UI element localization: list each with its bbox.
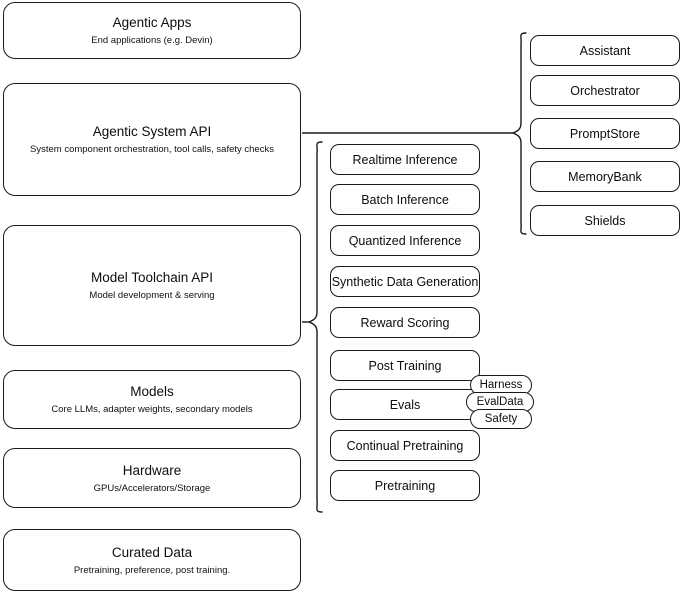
- layer-agentic-apps[interactable]: Agentic Apps End applications (e.g. Devi…: [3, 2, 301, 59]
- evals-tag-label: Harness: [479, 379, 523, 391]
- layer-models[interactable]: Models Core LLMs, adapter weights, secon…: [3, 370, 301, 429]
- evals-tag-safety[interactable]: Safety: [470, 409, 532, 429]
- toolchain-item-label: Post Training: [368, 358, 442, 373]
- toolchain-item-label: Evals: [389, 397, 421, 412]
- layer-title: Curated Data: [111, 544, 193, 560]
- toolchain-item-label: Reward Scoring: [360, 315, 450, 330]
- layer-title: Model Toolchain API: [90, 270, 214, 285]
- toolchain-item-label: Quantized Inference: [348, 233, 462, 248]
- toolchain-item-batch-inference[interactable]: Batch Inference: [330, 184, 480, 215]
- layer-hardware[interactable]: Hardware GPUs/Accelerators/Storage: [3, 448, 301, 508]
- agentic-item-label: PromptStore: [569, 126, 641, 141]
- layer-title: Models: [130, 384, 174, 399]
- layer-subtitle: End applications (e.g. Devin): [91, 35, 213, 46]
- agentic-item-label: MemoryBank: [568, 169, 642, 184]
- toolchain-item-label: Realtime Inference: [352, 152, 458, 167]
- toolchain-item-quantized-inference[interactable]: Quantized Inference: [330, 225, 480, 256]
- toolchain-item-label: Continual Pretraining: [346, 438, 464, 453]
- layer-curated-data[interactable]: Curated Data Pretraining, preference, po…: [3, 529, 301, 591]
- agentic-item-label: Shields: [584, 213, 626, 228]
- agentic-item-shields[interactable]: Shields: [530, 205, 680, 236]
- layer-agentic-system-api[interactable]: Agentic System API System component orch…: [3, 83, 301, 196]
- agentic-item-orchestrator[interactable]: Orchestrator: [530, 75, 680, 106]
- layer-subtitle: Model development & serving: [89, 290, 215, 301]
- agentic-item-promptstore[interactable]: PromptStore: [530, 118, 680, 149]
- toolchain-item-realtime-inference[interactable]: Realtime Inference: [330, 144, 480, 175]
- toolchain-item-pretraining[interactable]: Pretraining: [330, 470, 480, 501]
- layer-title: Agentic Apps: [112, 15, 192, 30]
- evals-tag-label: EvalData: [476, 396, 524, 408]
- evals-tag-label: Safety: [484, 413, 518, 425]
- layer-subtitle: Core LLMs, adapter weights, secondary mo…: [51, 404, 253, 415]
- layer-subtitle: Pretraining, preference, post training.: [73, 564, 231, 576]
- agentic-item-assistant[interactable]: Assistant: [530, 35, 680, 66]
- toolchain-item-continual-pretraining[interactable]: Continual Pretraining: [330, 430, 480, 461]
- toolchain-item-post-training[interactable]: Post Training: [330, 350, 480, 381]
- toolchain-item-label: Pretraining: [374, 478, 436, 493]
- toolchain-item-label: Synthetic Data Generation: [331, 274, 479, 289]
- toolchain-item-synthetic-data-generation[interactable]: Synthetic Data Generation: [330, 266, 480, 297]
- toolchain-item-evals[interactable]: Evals: [330, 389, 480, 420]
- agentic-item-label: Assistant: [579, 43, 631, 58]
- agentic-item-memorybank[interactable]: MemoryBank: [530, 161, 680, 192]
- layer-model-toolchain-api[interactable]: Model Toolchain API Model development & …: [3, 225, 301, 346]
- layer-title: Agentic System API: [92, 124, 212, 139]
- toolchain-item-label: Batch Inference: [361, 192, 449, 207]
- layer-subtitle: System component orchestration, tool cal…: [30, 144, 274, 155]
- agentic-item-label: Orchestrator: [570, 83, 640, 98]
- layer-subtitle: GPUs/Accelerators/Storage: [93, 482, 211, 494]
- layer-title: Hardware: [122, 462, 182, 478]
- toolchain-item-reward-scoring[interactable]: Reward Scoring: [330, 307, 480, 338]
